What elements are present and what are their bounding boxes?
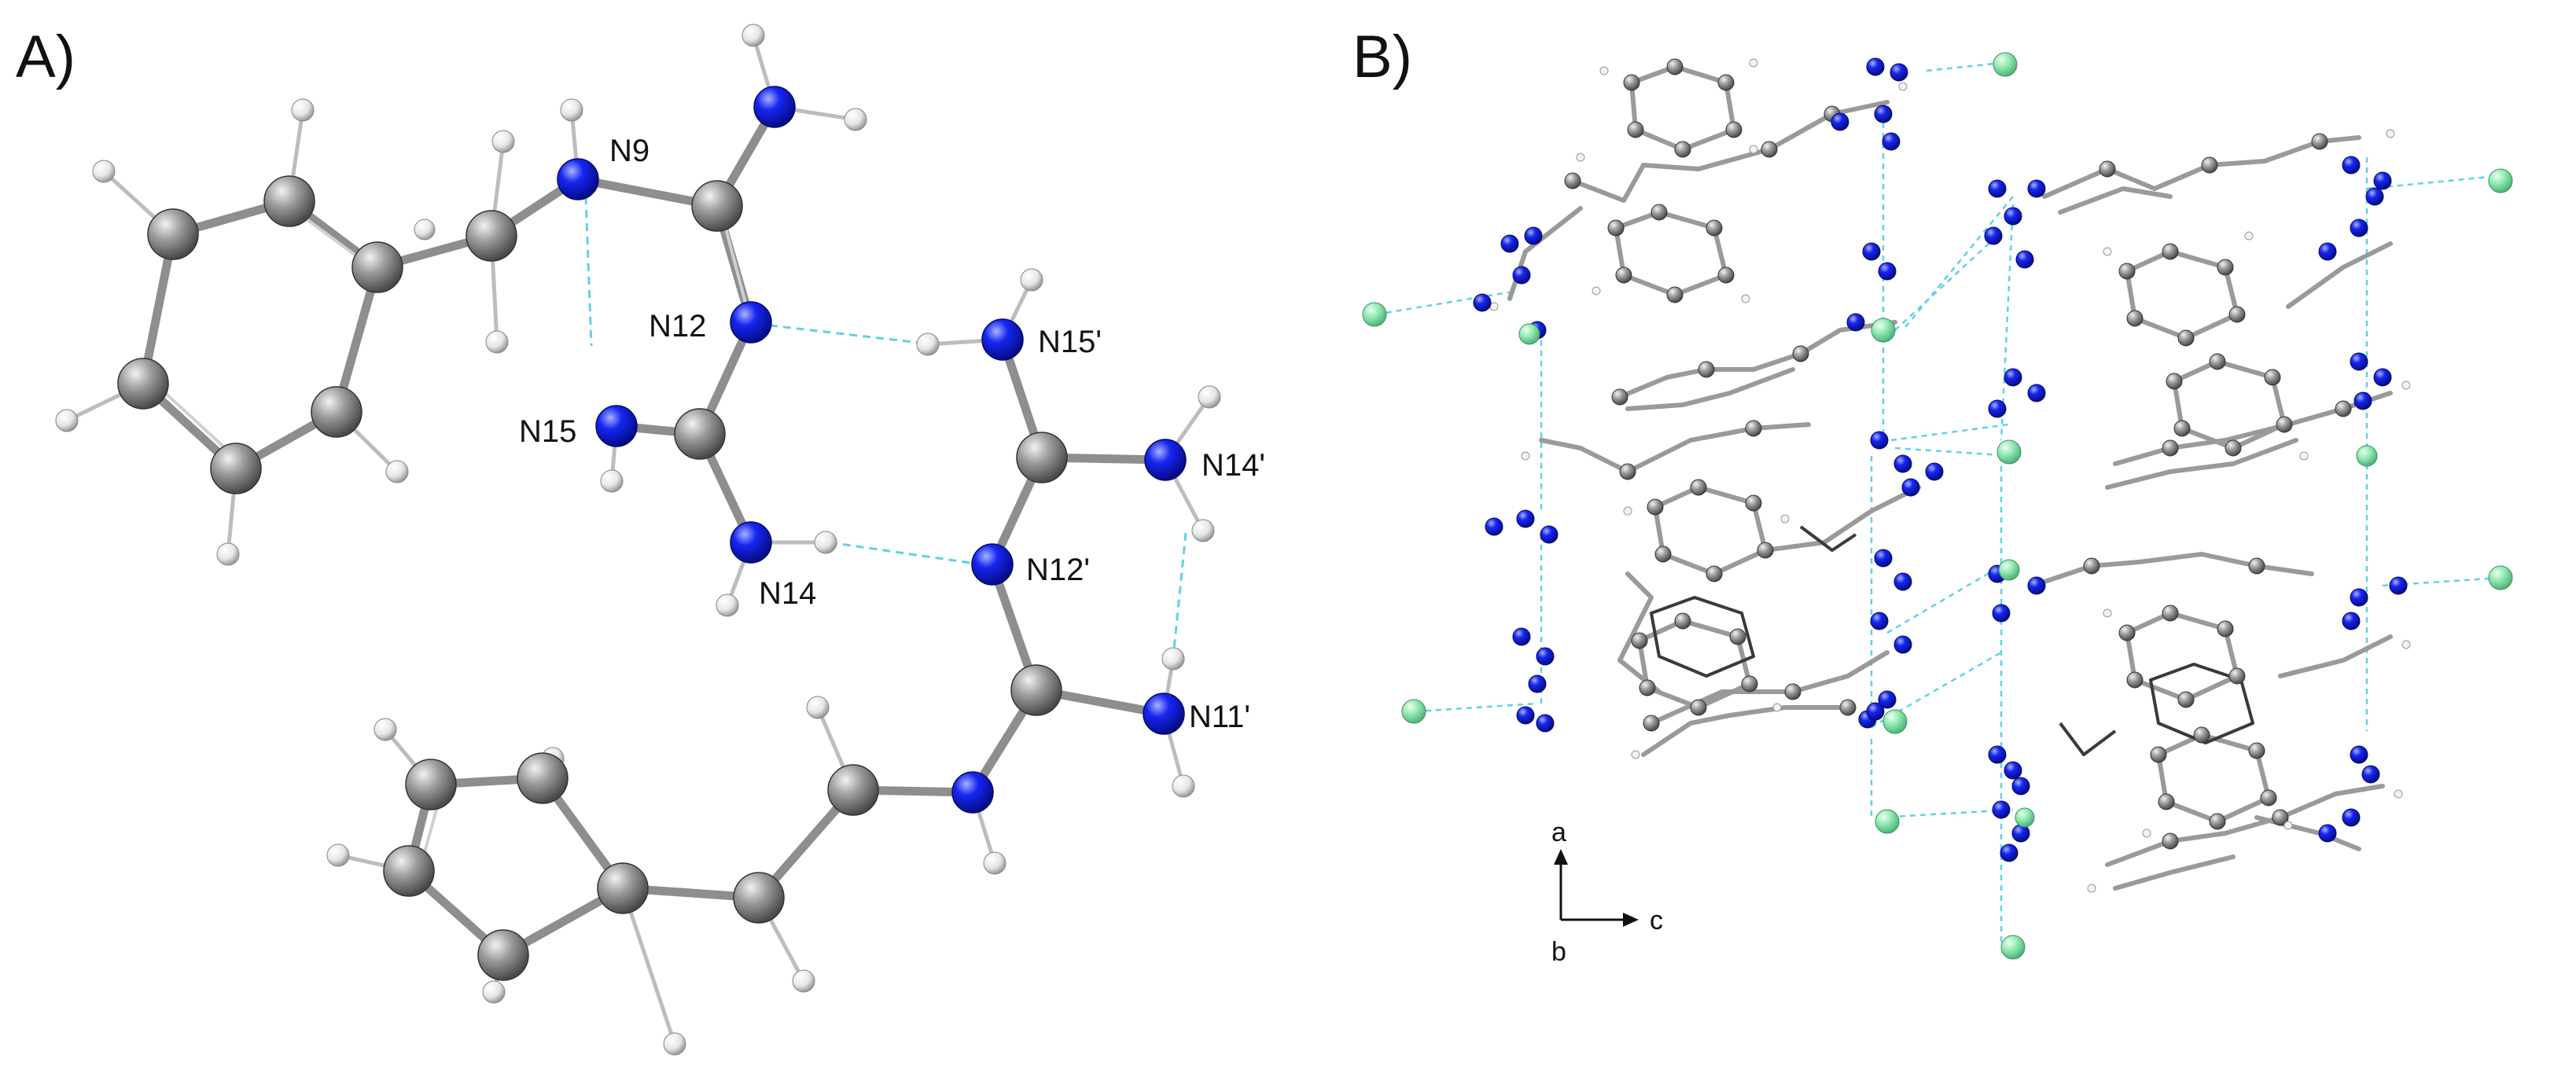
panel-b-hydrogen-atoms [1489,58,2411,893]
panel-a-nitrogen-atoms [557,86,1187,814]
atom-label-n11-prime: N11' [1189,700,1250,734]
axis-a-label: a [1551,818,1566,847]
panel-a: A) [16,24,1265,1056]
panel-b-chloride-ions [1362,52,2513,960]
panel-b-hydrogen-bonds [1375,61,2501,943]
panel-a-carbon-atoms [117,175,1068,981]
axis-b-label: b [1551,937,1566,967]
panel-a-bonds [138,102,1170,961]
atom-label-n9: N9 [609,134,650,168]
axis-c-label: c [1650,906,1663,935]
panel-b-nitrogen-atoms [1473,57,2408,862]
atom-label-n15-prime: N15' [1038,325,1102,359]
atom-label-n12-prime: N12' [1026,553,1090,587]
panel-a-label: A) [16,24,75,90]
axis-c-arrowhead [1623,913,1639,927]
atom-label-n14-prime: N14' [1202,448,1265,483]
panel-b-carbon-framework [1507,64,2393,891]
panel-b-label: B) [1352,24,1412,90]
axis-indicator: a b c [1551,818,1663,967]
atom-label-n14: N14 [759,576,816,611]
atom-label-n15: N15 [519,414,576,449]
panel-a-hydrogen-bonds [584,196,1187,658]
atom-label-n12: N12 [649,309,706,344]
panel-b-carbon-atoms [1564,58,2352,850]
panel-b: B) [1352,24,2513,967]
axis-a-arrowhead [1554,849,1568,865]
